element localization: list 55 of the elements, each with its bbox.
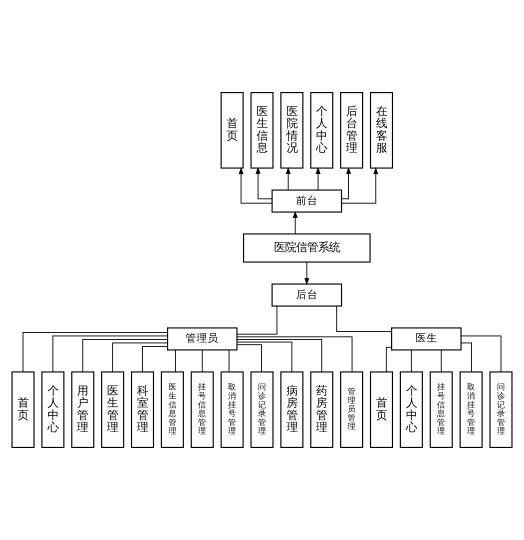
node-box: 问诊记录管理 — [489, 371, 513, 448]
node-box: 个人中心 — [400, 371, 423, 448]
connector — [22, 332, 168, 372]
arrow — [256, 166, 272, 200]
node-box: 取消挂号管理 — [220, 371, 244, 448]
node-box: 管理员管理 — [340, 371, 364, 448]
connector — [142, 346, 168, 372]
connector — [236, 338, 322, 372]
connector — [175, 350, 176, 372]
connector — [336, 306, 392, 332]
connector — [202, 350, 203, 372]
node-box: 取消挂号管理 — [460, 371, 483, 448]
connector — [460, 342, 472, 372]
node-box: 医院信管系统 — [242, 233, 371, 263]
connector — [82, 338, 168, 372]
connector — [112, 342, 168, 372]
node-box: 医生 — [391, 327, 462, 351]
arrow — [286, 166, 291, 190]
node-box: 后台 — [272, 284, 342, 307]
node-box: 挂号信息管理 — [190, 371, 214, 448]
arrow — [341, 166, 352, 200]
arrow — [304, 262, 310, 286]
connector — [410, 350, 412, 372]
node-box: 用户管理 — [71, 371, 94, 448]
node-box: 医生信息 — [250, 92, 274, 169]
connector — [236, 344, 262, 372]
node-box: 首页 — [220, 92, 244, 169]
node-box: 医生管理 — [101, 371, 124, 448]
node-box: 个人中心 — [41, 371, 64, 448]
connector — [386, 346, 392, 372]
node-box: 后台管理 — [340, 92, 364, 169]
connector — [440, 350, 442, 372]
node-box: 科室管理 — [130, 371, 154, 448]
connector — [236, 306, 278, 335]
connector — [460, 335, 502, 372]
node-box: 首页 — [11, 371, 35, 448]
node-box: 病房管理 — [280, 371, 304, 448]
arrow — [341, 167, 378, 204]
arrow — [238, 167, 272, 204]
node-box: 个人中心 — [310, 92, 334, 169]
connector — [236, 336, 352, 372]
node-box: 在线客服 — [370, 92, 394, 169]
node-box: 首页 — [370, 371, 394, 448]
node-box: 药房管理 — [310, 371, 334, 448]
node-box: 问诊记录管理 — [250, 371, 274, 448]
arrow — [316, 166, 321, 190]
node-box: 前台 — [272, 189, 342, 213]
connector — [228, 350, 230, 372]
node-box: 医院情况 — [280, 92, 304, 169]
node-box: 医生信息管理 — [160, 371, 184, 448]
connector — [236, 342, 292, 372]
arrow — [292, 210, 298, 234]
connector — [52, 335, 168, 372]
node-box: 管理员 — [166, 327, 238, 351]
node-box: 挂号信息管理 — [430, 371, 453, 448]
